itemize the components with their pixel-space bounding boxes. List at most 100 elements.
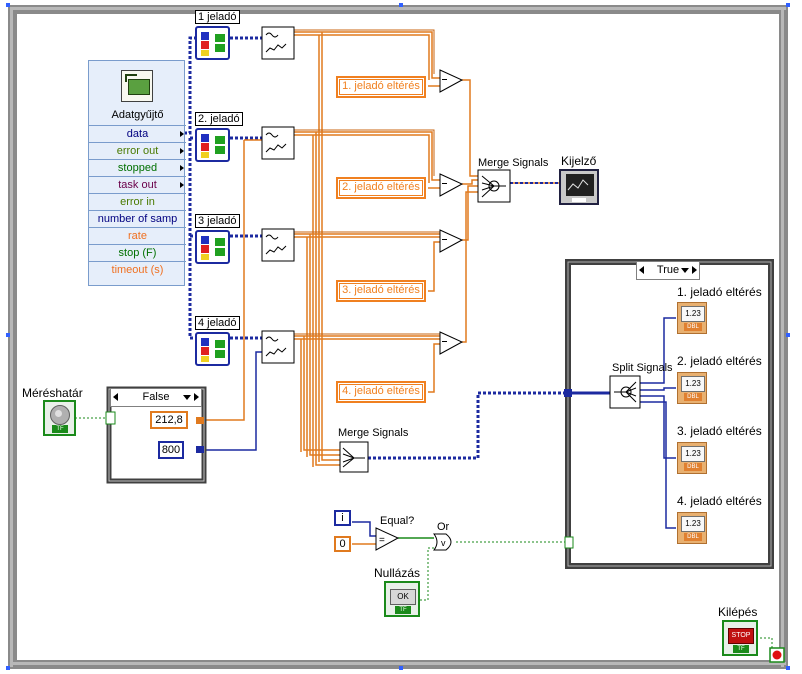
daq-terminal-7[interactable]: stop (F) (89, 244, 186, 261)
case-tunnel-orange (196, 417, 204, 424)
case-false-selector[interactable]: False (110, 388, 202, 407)
kijelzo-label: Kijelző (561, 154, 597, 168)
or-node[interactable]: v (433, 533, 452, 551)
const-orange[interactable]: 212,8 (150, 411, 188, 429)
indicator-3-label: 3. jeladó eltérés (677, 424, 762, 438)
svg-text:v: v (441, 538, 446, 548)
case-true-arrow-right[interactable] (692, 266, 697, 274)
error-control-3[interactable]: 3. jeladó eltérés (336, 280, 426, 302)
or-label: Or (437, 521, 450, 533)
channel-4-label: 4 jeladó (195, 316, 240, 330)
kilepes-stop-text: STOP (728, 628, 754, 644)
daq-terminal-4[interactable]: error in (89, 193, 186, 210)
channel-1-label: 1 jeladó (195, 10, 240, 24)
formula-block-1[interactable] (261, 26, 295, 60)
indicator-2-label: 2. jeladó eltérés (677, 354, 762, 368)
case-true-arrow-left[interactable] (639, 266, 644, 274)
error-control-4[interactable]: 4. jeladó eltérés (336, 381, 426, 403)
indicator-4: 1.23 DBL (677, 512, 707, 544)
channel-1-select-icon[interactable] (195, 26, 230, 60)
case-tunnel-blue (196, 446, 204, 453)
channel-2-select-icon[interactable] (195, 128, 230, 162)
comparator-1[interactable] (439, 69, 464, 93)
mereshatar-toggle-control[interactable]: TF (43, 400, 76, 436)
kilepes-stop-button[interactable]: STOP TF (722, 620, 758, 656)
const-blue[interactable]: 800 (158, 441, 184, 459)
iteration-terminal: i (334, 510, 351, 526)
case-false-arrow-right[interactable] (194, 393, 199, 401)
while-loop-frame[interactable] (6, 3, 790, 670)
mereshatar-tf: TF (52, 425, 68, 433)
mereshatar-label: Méréshatár (22, 386, 83, 400)
case-false-dropdown-icon[interactable] (183, 395, 191, 400)
daq-terminal-6[interactable]: rate (89, 227, 186, 244)
daq-terminal-arrow-icon (180, 165, 184, 171)
daq-terminal-5[interactable]: number of samp (89, 210, 186, 227)
indicator-1-type: DBL (684, 323, 702, 331)
case-selector-terminal (105, 411, 116, 425)
channel-4-select-icon[interactable] (195, 332, 230, 366)
equal-label: Equal? (380, 515, 415, 527)
daq-terminal-0[interactable]: data (89, 125, 186, 142)
zero-constant[interactable]: 0 (334, 536, 351, 552)
merge-signals-bottom-label: Merge Signals (338, 427, 409, 439)
indicator-4-label: 4. jeladó eltérés (677, 494, 762, 508)
indicator-3-value: 1.23 (681, 446, 705, 462)
case-false-arrow-left[interactable] (113, 393, 118, 401)
comparator-2[interactable] (439, 173, 464, 197)
error-control-2[interactable]: 2. jeladó eltérés (336, 177, 426, 199)
channel-output-wires (230, 36, 262, 340)
error-control-1[interactable]: 1. jeladó eltérés (336, 76, 426, 98)
daq-terminal-3[interactable]: task out (89, 176, 186, 193)
merge-signals-top-node[interactable] (477, 169, 511, 203)
daq-terminal-arrow-icon (180, 131, 184, 137)
indicator-4-type: DBL (684, 533, 702, 541)
case-false-value: False (142, 391, 170, 403)
double-orange-outline (294, 29, 440, 335)
indicator-3: 1.23 DBL (677, 442, 707, 474)
nullazas-ok-button[interactable]: OK TF (384, 581, 420, 617)
daq-title: Adatgyűjtő (111, 109, 164, 121)
case-true-selector[interactable]: True (636, 261, 700, 280)
indicator-1-label: 1. jeladó eltérés (677, 285, 762, 299)
merge-signals-bottom-node[interactable] (339, 441, 369, 473)
loop-condition-terminal[interactable] (769, 647, 785, 663)
case-true-dropdown-icon[interactable] (681, 268, 689, 273)
daq-terminal-1[interactable]: error out (89, 142, 186, 159)
nullazas-label: Nullázás (374, 566, 421, 580)
indicator-4-value: 1.23 (681, 516, 705, 532)
daq-icon (121, 70, 153, 102)
merge-signals-top-label: Merge Signals (478, 157, 549, 169)
kilepes-label: Kilépés (718, 605, 758, 619)
formula-block-3[interactable] (261, 228, 295, 262)
svg-text:=: = (379, 535, 385, 546)
channel-3-select-icon[interactable] (195, 230, 230, 264)
split-signals-label: Split Signals (612, 362, 673, 374)
channel-2-label: 2. jeladó (195, 112, 243, 126)
green-boolean-wires (75, 417, 773, 653)
case-true-value: True (656, 264, 680, 276)
daq-terminal-arrow-icon (180, 182, 184, 188)
equal-node[interactable]: = (375, 527, 400, 551)
indicator-2: 1.23 DBL (677, 372, 707, 404)
daq-terminal-8[interactable]: timeout (s) (89, 261, 186, 278)
indicator-2-type: DBL (684, 393, 702, 401)
kijelzo-graph-indicator (559, 169, 599, 205)
indicator-2-value: 1.23 (681, 376, 705, 392)
daq-terminal-arrow-icon (180, 148, 184, 154)
case-structure-true[interactable] (565, 259, 774, 569)
comparator-4[interactable] (439, 331, 464, 355)
formula-block-4[interactable] (261, 330, 295, 364)
indicator-1: 1.23 DBL (677, 302, 707, 334)
formula-block-2[interactable] (261, 126, 295, 160)
nullazas-tf: TF (395, 606, 411, 614)
comparator-3[interactable] (439, 229, 464, 253)
indicator-3-type: DBL (684, 463, 702, 471)
case-selector-true (564, 536, 574, 549)
split-signals-node[interactable] (609, 375, 641, 409)
daq-terminal-2[interactable]: stopped (89, 159, 186, 176)
channel-3-label: 3 jeladó (195, 214, 240, 228)
